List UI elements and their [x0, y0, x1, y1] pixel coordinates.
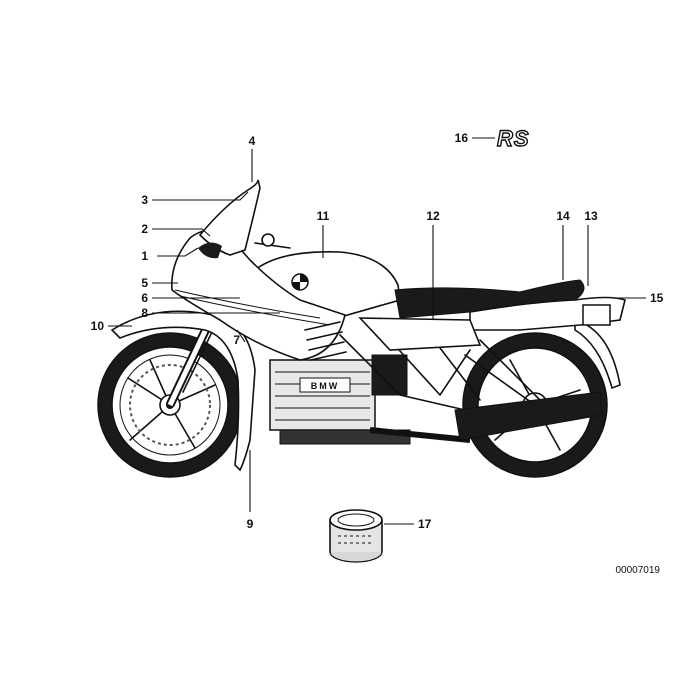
leader-lines: [108, 137, 646, 525]
fairing-vent-icon: [304, 321, 347, 361]
swingarm-icon: [464, 339, 541, 406]
callout-10: 10: [91, 319, 105, 333]
callout-8: 8: [141, 306, 148, 320]
callout-9: 9: [247, 517, 254, 531]
callout-15: 15: [650, 291, 664, 305]
callout-14: 14: [556, 209, 570, 223]
mirror-icon: [198, 242, 222, 259]
side-panel-icon: [358, 317, 482, 351]
callout-13: 13: [584, 209, 598, 223]
rear-mudguard-icon: [574, 318, 621, 390]
handlebar-icon: [254, 242, 291, 249]
callout-11: 11: [317, 209, 330, 223]
exhaust-icon: [454, 391, 603, 441]
motorcycle-illustration-icon: BMW: [97, 179, 626, 478]
engine-icon: BMW: [269, 354, 471, 445]
callout-2: 2: [141, 222, 148, 236]
callout-1: 1: [141, 249, 148, 263]
callout-17: 17: [418, 517, 432, 531]
callout-3: 3: [141, 193, 148, 207]
callout-5: 5: [141, 276, 148, 290]
callout-6: 6: [141, 291, 148, 305]
trim-ring-icon: [329, 509, 383, 563]
engine-badge-text: BMW: [311, 381, 340, 391]
rs-emblem-icon: RS: [496, 125, 530, 151]
fuel-tank-icon: [253, 251, 401, 321]
callout-4: 4: [249, 134, 256, 148]
callout-16: 16: [455, 131, 469, 145]
callout-12: 12: [426, 209, 440, 223]
fairing-icon: [171, 229, 346, 361]
tail-light-icon: [582, 304, 611, 326]
rs-emblem-text: RS: [497, 126, 530, 151]
drawing-number: 00007019: [616, 565, 661, 576]
windscreen-icon: [198, 179, 261, 256]
callout-7: 7: [233, 333, 240, 347]
callout-numbers: 1 2 3 4 5 6 7 8 9 10 11 12 13 14 15 16 1…: [91, 131, 664, 531]
